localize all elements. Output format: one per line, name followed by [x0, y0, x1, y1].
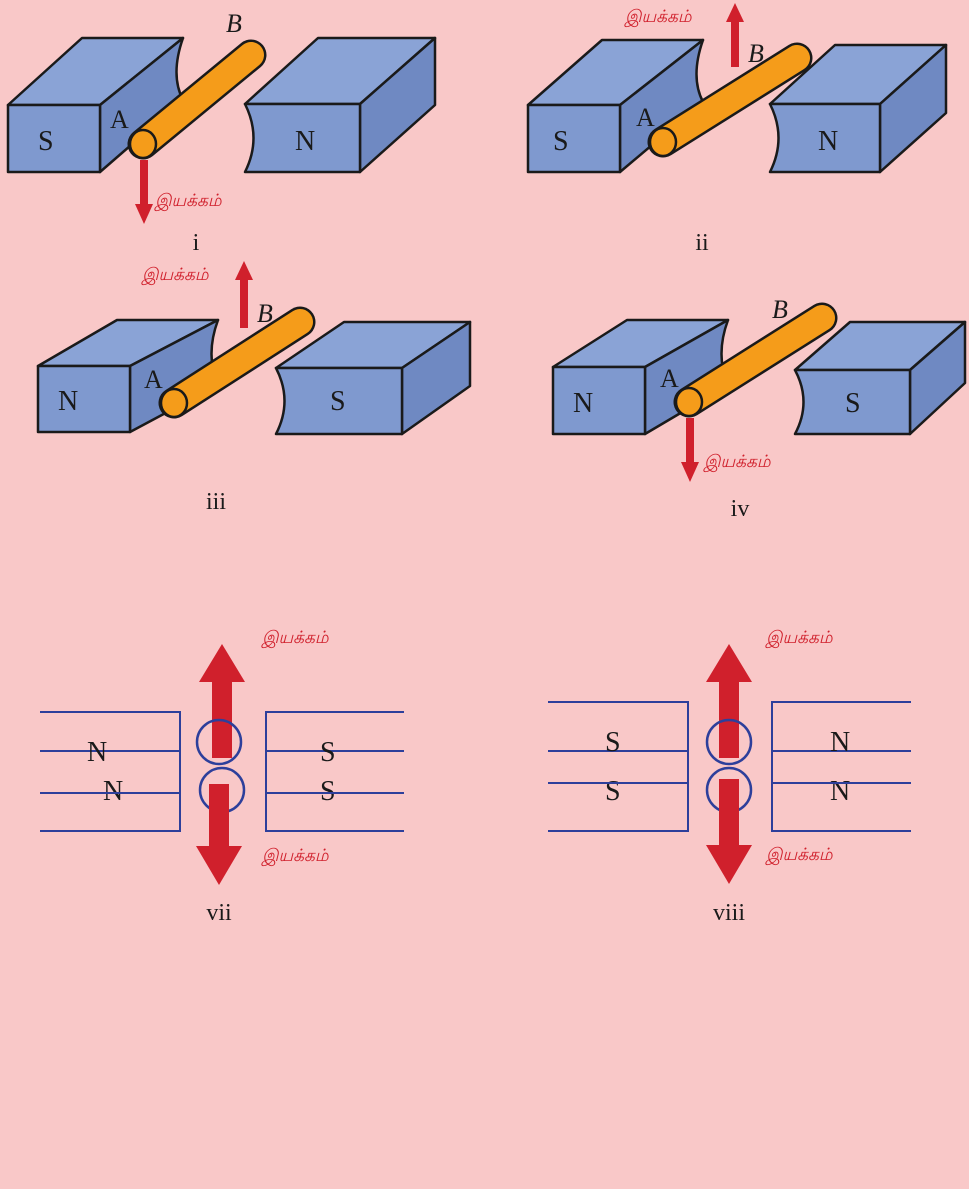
motion-arrow-up — [199, 644, 245, 758]
right-magnet-outline — [771, 701, 911, 784]
motion-label: இயக்கம் — [765, 845, 834, 866]
conductor-cross-section — [195, 718, 243, 766]
left-pole-label: S — [605, 727, 621, 758]
conductor-cross-section — [705, 718, 753, 766]
motion-arrow-up — [235, 261, 253, 328]
right-magnet — [793, 320, 967, 436]
left-pole-label: S — [553, 126, 569, 157]
end-b-label: B — [226, 9, 242, 38]
figure-vii-drawing: N S இயக்கம் vii — [40, 711, 404, 926]
right-pole-label: S — [320, 737, 336, 768]
motion-label: இயக்கம் — [261, 846, 330, 867]
motion-label: இயக்கம் — [703, 452, 772, 473]
figure-caption: iv — [731, 496, 750, 522]
motion-arrow-up — [706, 644, 752, 758]
left-pole-label: N — [58, 386, 78, 417]
motion-arrow-down — [681, 418, 699, 482]
motion-arrow-down — [706, 779, 752, 884]
end-a-label: A — [110, 105, 129, 134]
figure-ii: S A B N இயக்கம் ii — [526, 3, 948, 256]
right-pole-label: S — [845, 388, 861, 419]
conductor-rod — [158, 306, 316, 419]
end-a-label: A — [636, 103, 655, 132]
motion-label: இயக்கம் — [624, 7, 693, 28]
figure-caption: vii — [206, 900, 232, 926]
left-pole-label: S — [38, 126, 54, 157]
motion-label: இயக்கம் — [154, 191, 223, 212]
left-magnet-outline — [548, 750, 689, 832]
end-b-label: B — [257, 299, 273, 328]
right-pole-label: S — [330, 386, 346, 417]
figure-iii: N A B S இயக்கம் iii — [36, 261, 472, 515]
left-pole-label: N — [103, 776, 123, 807]
left-magnet-outline — [40, 711, 181, 794]
left-magnet — [6, 36, 185, 174]
motion-arrow-up — [726, 3, 744, 67]
end-a-label: A — [660, 364, 679, 393]
conductor-rod — [127, 39, 267, 160]
left-magnet — [551, 318, 730, 436]
figure-caption: i — [193, 230, 200, 256]
motion-label: இயக்கம் — [141, 265, 210, 286]
figure-caption: ii — [695, 230, 709, 256]
right-magnet-outline — [265, 711, 404, 794]
figure-iv: N A B S இயக்கம் iv — [551, 295, 967, 522]
motion-arrow-down — [196, 784, 242, 885]
right-pole-label: S — [320, 776, 336, 807]
right-magnet — [243, 36, 437, 174]
right-pole-label: N — [830, 727, 850, 758]
figure-viii: S N இயக்கம் viii — [548, 701, 911, 926]
conductor-rod — [647, 42, 813, 158]
figure-i: S A B N இயக்கம் i — [6, 9, 437, 256]
right-magnet — [768, 43, 948, 174]
left-magnet — [36, 318, 220, 434]
figure-caption: viii — [713, 900, 745, 926]
motion-label: இயக்கம் — [261, 628, 330, 649]
right-pole-label: N — [818, 126, 838, 157]
end-a-label: A — [144, 365, 163, 394]
left-pole-label: N — [573, 388, 593, 419]
right-pole-label: N — [830, 776, 850, 807]
figure-caption: iii — [206, 489, 226, 515]
conductor-rod — [673, 302, 838, 418]
end-b-label: B — [772, 295, 788, 324]
right-magnet-outline — [771, 750, 911, 832]
left-pole-label: S — [605, 776, 621, 807]
motion-arrow-down — [135, 160, 153, 224]
end-b-label: B — [748, 39, 764, 68]
right-pole-label: N — [295, 126, 315, 157]
motion-label: இயக்கம் — [765, 628, 834, 649]
left-magnet — [526, 38, 705, 174]
left-pole-label: N — [87, 737, 107, 768]
left-magnet-outline — [548, 701, 689, 784]
right-magnet — [274, 320, 472, 436]
